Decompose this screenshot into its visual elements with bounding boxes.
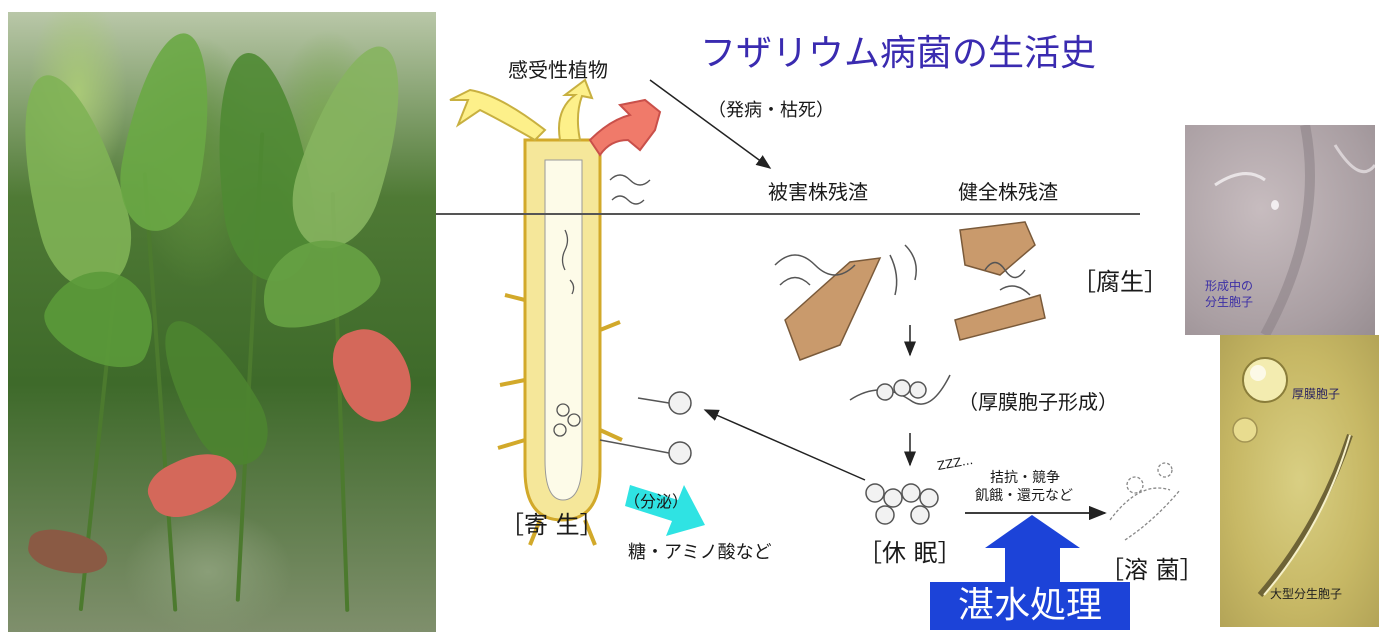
- caption-forming-line2: 分生胞子: [1205, 295, 1254, 309]
- soil-surface-line: [436, 213, 1140, 215]
- caption-macroconidia: 大型分生胞子: [1270, 587, 1343, 601]
- healthy-residue: [954, 221, 1046, 341]
- label-saprophytic: ［腐生］: [1072, 268, 1168, 296]
- shoot-mid: [558, 78, 594, 141]
- shoot-left: [449, 88, 547, 142]
- rootlet: [497, 293, 623, 546]
- secretion-arrow: [625, 485, 705, 536]
- hyphae-in-root: [553, 174, 651, 437]
- arrow-dormant-to-parasitic: [703, 409, 866, 481]
- shoot-diseased: [588, 98, 662, 157]
- label-secretion: （分泌）: [624, 492, 689, 511]
- residue-hyphae: [774, 244, 1031, 296]
- label-chlamydospore-formation: （厚膜胞子形成）: [958, 390, 1118, 414]
- label-sugar-amino: 糖・アミノ酸など: [628, 542, 772, 563]
- damaged-residue: [784, 257, 882, 361]
- label-disease-death: （発病・枯死）: [708, 100, 834, 121]
- diagram-title: フザリウム病菌の生活史: [700, 33, 1097, 74]
- micrograph-spore-shapes: [1232, 357, 1353, 597]
- micrograph-hyphae: [1214, 125, 1375, 335]
- arrow-plant-to-damaged: [649, 79, 772, 169]
- label-antagonism-line2: 飢餓・還元など: [975, 488, 1073, 504]
- caption-chlamydospore: 厚膜胞子: [1292, 387, 1341, 401]
- label-damaged-residue: 被害株残渣: [768, 180, 868, 204]
- label-healthy-residue: 健全株残渣: [958, 180, 1058, 204]
- lysed-hyphae: [1109, 462, 1181, 541]
- label-antagonism-line1: 拮抗・競争: [990, 470, 1060, 486]
- flooding-treatment-box: 湛水処理: [930, 582, 1130, 630]
- label-susceptible-plant: 感受性植物: [508, 58, 608, 82]
- dormant-spores: [865, 483, 939, 525]
- chlamydospore-chain: [849, 374, 951, 405]
- caption-forming-line1: 形成中の: [1205, 279, 1254, 293]
- root-inner: [544, 159, 583, 501]
- micrograph-forming-conidia: 形成中の 分生胞子: [1185, 125, 1375, 335]
- label-lysis: ［溶 菌］: [1100, 556, 1204, 584]
- micrograph-spores: 厚膜胞子 大型分生胞子: [1220, 335, 1379, 627]
- label-dormancy: ［休 眠］: [858, 539, 962, 567]
- label-parasitic: ［寄 生］: [500, 511, 604, 539]
- germinating-spores: [599, 391, 692, 465]
- flooding-arrow: [985, 515, 1080, 582]
- plant-photo: [8, 12, 436, 632]
